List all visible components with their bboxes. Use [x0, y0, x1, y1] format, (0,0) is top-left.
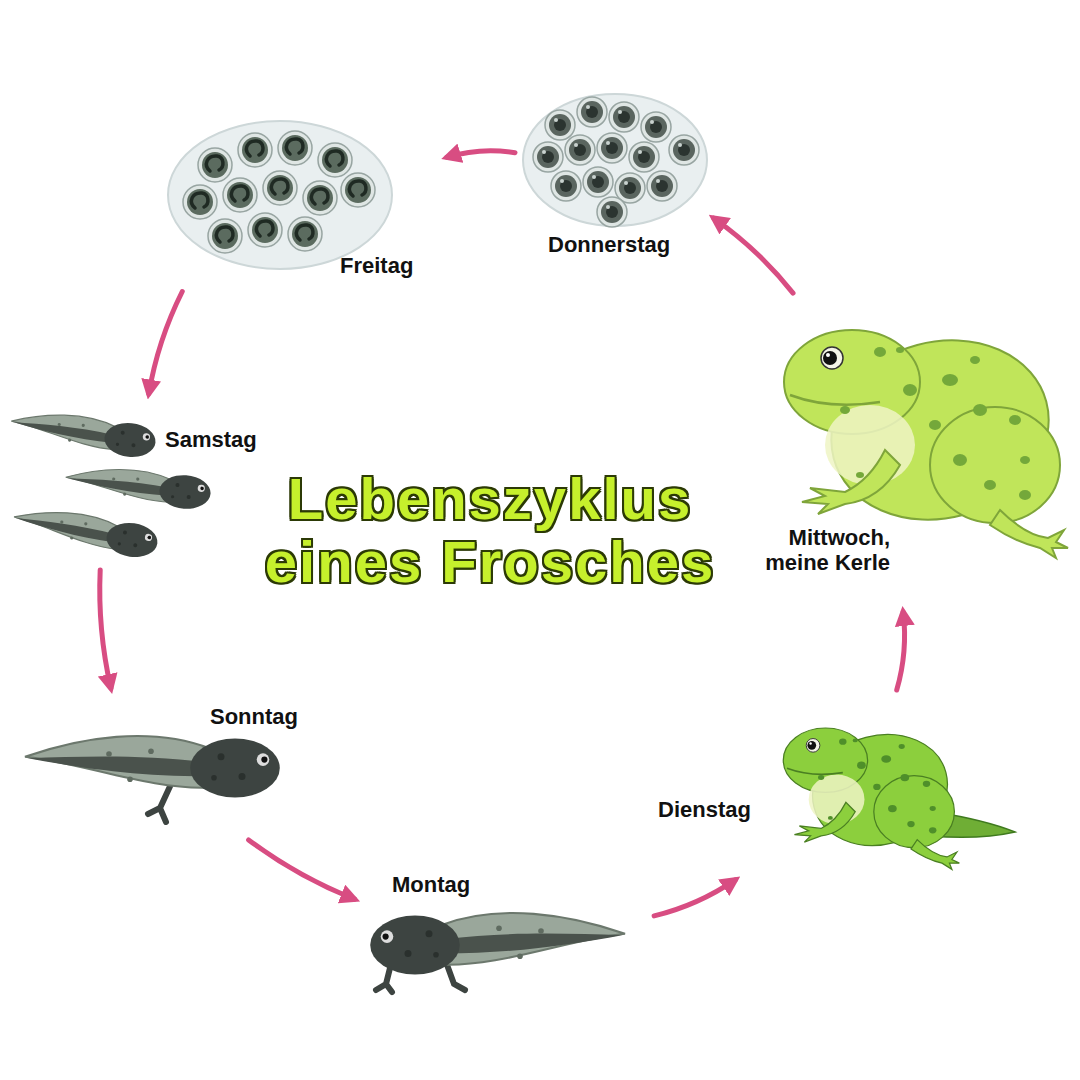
egg [288, 217, 322, 251]
stage-node: Samstag [2, 405, 265, 560]
tadpole [370, 913, 625, 974]
egg [263, 171, 297, 205]
egg [341, 173, 375, 207]
stage-label: Donnerstag [548, 232, 670, 257]
egg [583, 167, 613, 197]
egg [248, 213, 282, 247]
stage-node: Freitag [175, 120, 435, 282]
stage-node: Dienstag [655, 700, 1020, 875]
stage-node: Sonntag [5, 700, 325, 835]
stage-label: Samstag [165, 427, 257, 452]
egg [198, 148, 232, 182]
egg [208, 219, 242, 253]
egg [223, 178, 257, 212]
tadpole [9, 409, 157, 459]
egg [597, 197, 627, 227]
stage-node: Donnerstag [525, 92, 705, 262]
frog [783, 720, 960, 870]
egg [597, 133, 627, 163]
cycle-arrow [897, 612, 905, 690]
egg [669, 135, 699, 165]
stage-node: Montag [365, 868, 645, 998]
cycle-arrow [654, 880, 735, 916]
tadpole [11, 505, 160, 560]
frog-wednesday [784, 317, 1069, 558]
egg [609, 102, 639, 132]
egg [577, 97, 607, 127]
tadpole [64, 465, 212, 510]
stage-label: Sonntag [210, 704, 298, 729]
stage-label: Dienstag [658, 797, 751, 822]
egg [545, 110, 575, 140]
egg [183, 185, 217, 219]
egg [303, 181, 337, 215]
tadpole [25, 736, 280, 797]
egg [318, 143, 352, 177]
frog [784, 317, 1069, 558]
egg-jelly [168, 121, 392, 269]
stage-label: Montag [392, 872, 470, 897]
egg [565, 135, 595, 165]
tadpole-monday [370, 913, 625, 992]
egg [647, 171, 677, 201]
cycle-arrow [714, 218, 793, 293]
tadpole-sunday [25, 736, 280, 822]
cycle-arrow [249, 840, 355, 899]
egg [278, 131, 312, 165]
stage-label: Freitag [340, 253, 413, 278]
egg-cluster-friday [168, 121, 392, 269]
cycle-arrow [447, 151, 515, 158]
egg [629, 142, 659, 172]
egg-jelly [523, 94, 707, 226]
egg [551, 171, 581, 201]
egg [533, 142, 563, 172]
froglet-tuesday [783, 720, 1015, 870]
egg [238, 133, 272, 167]
stage-label: Mittwoch, meine Kerle [740, 525, 890, 576]
stage-node: Mittwoch, meine Kerle [740, 300, 1075, 600]
hind-legs [148, 782, 172, 822]
egg [641, 112, 671, 142]
egg-cluster-thursday [523, 94, 707, 227]
cycle-arrow [100, 570, 111, 688]
diagram-title: Lebenszyklus eines Frosches [250, 468, 730, 593]
cycle-arrow [149, 292, 182, 394]
